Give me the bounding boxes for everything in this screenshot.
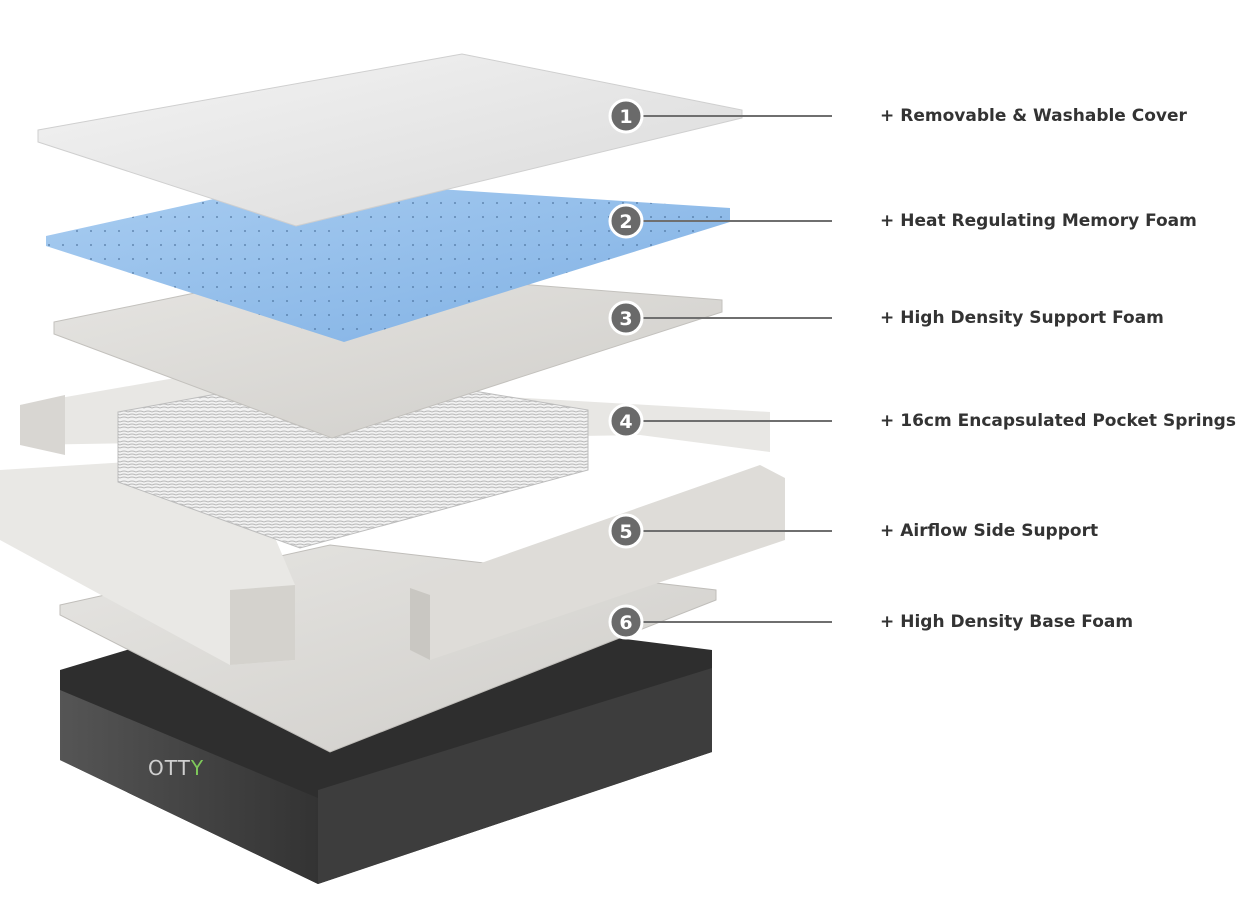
exploded-mattress-diagram: OTTY 1 2 3 4 5 6: [0, 53, 832, 884]
memory-foam-layer: [46, 180, 730, 342]
layer-badge-1: [608, 98, 644, 134]
plus-icon: +: [880, 106, 895, 126]
brand-logo: OTTY: [148, 756, 204, 780]
plus-icon: +: [880, 521, 895, 541]
layer-label-text: 16cm Encapsulated Pocket Springs: [900, 411, 1236, 431]
layer-label-6: +High Density Base Foam: [880, 612, 1133, 632]
layer-badge-4: [608, 403, 644, 439]
layer-badge-number-3: 3: [619, 308, 632, 330]
layer-label-text: High Density Support Foam: [900, 308, 1164, 328]
layer-label-text: High Density Base Foam: [900, 612, 1134, 632]
layer-label-5: +Airflow Side Support: [880, 521, 1098, 541]
layer-label-text: Heat Regulating Memory Foam: [900, 211, 1197, 231]
plus-icon: +: [880, 308, 895, 328]
layer-label-text: Airflow Side Support: [900, 521, 1099, 541]
callout-badges: 1 2 3 4 5 6: [608, 98, 644, 640]
plus-icon: +: [880, 211, 895, 231]
layer-badge-3: [608, 300, 644, 336]
layer-badge-number-4: 4: [619, 411, 632, 433]
plus-icon: +: [880, 612, 895, 632]
layer-label-4: +16cm Encapsulated Pocket Springs: [880, 411, 1236, 431]
cover-layer: [37, 53, 743, 227]
layer-label-2: +Heat Regulating Memory Foam: [880, 211, 1197, 231]
layer-badge-5: [608, 513, 644, 549]
layer-badge-number-6: 6: [619, 612, 632, 634]
layer-label-text: Removable & Washable Cover: [900, 106, 1187, 126]
layer-badge-number-1: 1: [619, 106, 632, 128]
layer-label-1: +Removable & Washable Cover: [880, 106, 1187, 126]
layer-label-3: +High Density Support Foam: [880, 308, 1164, 328]
layer-badge-number-5: 5: [619, 521, 632, 543]
layer-badge-6: [608, 604, 644, 640]
layer-badge-number-2: 2: [619, 211, 632, 233]
callout-lines: [642, 115, 832, 623]
layer-badge-2: [608, 203, 644, 239]
plus-icon: +: [880, 411, 895, 431]
